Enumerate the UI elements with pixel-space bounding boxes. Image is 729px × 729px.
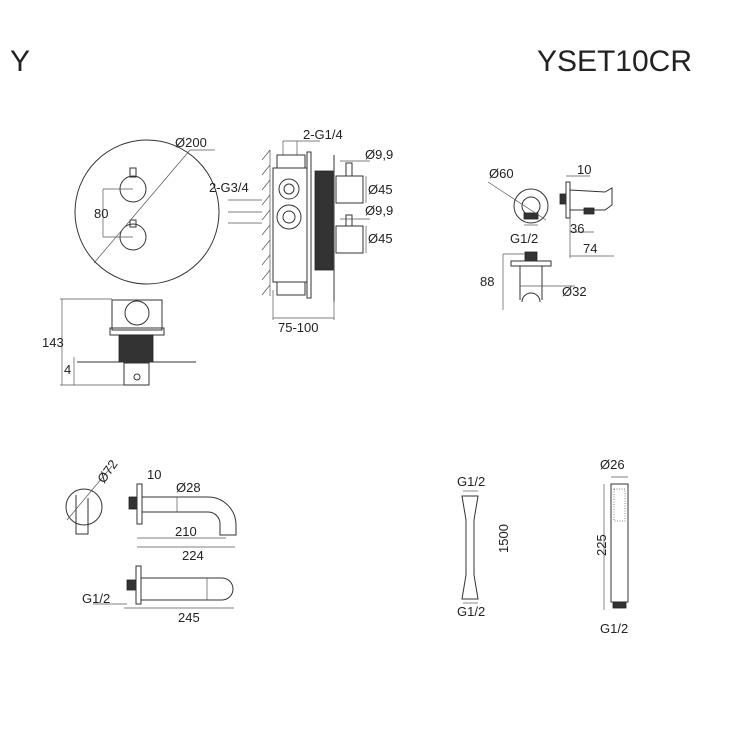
brand-letter: Y [10, 45, 30, 78]
holder-diameter-label: Ø60 [489, 166, 514, 181]
outlet-offset-label: 36 [570, 221, 584, 236]
valve-front-view: Ø200 80 [74, 135, 220, 285]
total-depth-label: 74 [583, 241, 597, 256]
alt-spout-length-label: 245 [178, 610, 200, 625]
valve-body-section: 2-G1/4 2-G3/4 Ø9,9 Ø45 Ø9,9 Ø45 75-100 [209, 127, 393, 335]
outlet-thread-label: 2-G1/4 [303, 127, 343, 142]
hose-length-label: 1500 [496, 524, 511, 553]
model-code: YSET10CR [537, 45, 692, 78]
alt-spout-thread-label: G1/2 [82, 591, 110, 606]
pipe-diameter-label: Ø28 [176, 480, 201, 495]
plate-depth-label: 10 [577, 162, 591, 177]
rosette-diameter-label: Ø72 [94, 457, 120, 486]
hand-shower-thread-label: G1/2 [600, 621, 628, 636]
cradle-diameter-label: Ø32 [562, 284, 587, 299]
spout-drawing: Ø72 10 Ø28 210 224 G1/2 245 [65, 457, 237, 625]
stem-diameter-bottom-label: Ø9,9 [365, 203, 393, 218]
hand-shower: Ø26 225 G1/2 [594, 457, 629, 636]
knob-spacing-label: 80 [94, 206, 108, 221]
wall-outlet-holder: Ø60 G1/2 10 36 74 88 Ø32 [480, 162, 614, 310]
valve-diameter-label: Ø200 [175, 135, 207, 150]
valve-side-view: 143 4 [42, 298, 196, 386]
knob-diameter-bottom-label: Ø45 [368, 231, 393, 246]
holder-thread-label: G1/2 [510, 231, 538, 246]
spout-plate-depth-label: 10 [147, 467, 161, 482]
hand-shower-length-label: 225 [594, 534, 609, 556]
spout-total-length-label: 224 [182, 548, 204, 563]
hose-thread-top-label: G1/2 [457, 474, 485, 489]
knob-diameter-top-label: Ø45 [368, 182, 393, 197]
valve-height-label: 143 [42, 335, 64, 350]
plate-thickness-label: 4 [64, 362, 71, 377]
stem-diameter-top-label: Ø9,9 [365, 147, 393, 162]
shower-hose: G1/2 1500 G1/2 [457, 474, 511, 619]
inlet-thread-label: 2-G3/4 [209, 180, 249, 195]
spout-inner-length-label: 210 [175, 524, 197, 539]
hand-shower-diameter-label: Ø26 [600, 457, 625, 472]
holder-height-label: 88 [480, 274, 494, 289]
install-depth-label: 75-100 [278, 320, 318, 335]
hose-thread-bottom-label: G1/2 [457, 604, 485, 619]
